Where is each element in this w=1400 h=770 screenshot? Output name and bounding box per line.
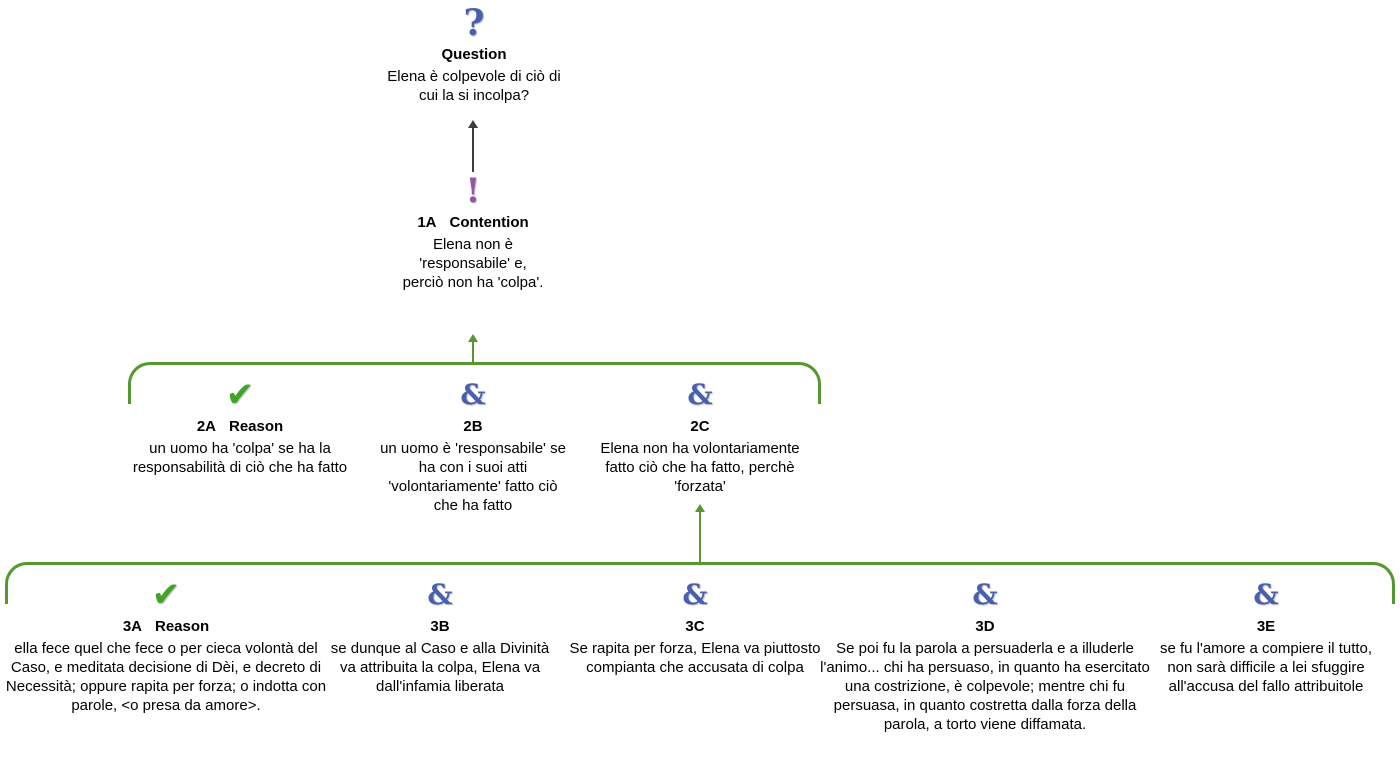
node-text: Se poi fu la parola a persuaderla e a il… [820, 640, 1150, 733]
arrow-row3-to-2c [695, 504, 705, 563]
ampersand-icon: & [972, 578, 998, 611]
reason-group-bracket-row2 [128, 362, 821, 404]
arrow-shaft [472, 342, 474, 363]
node-text: Elena non ha volontariamente fatto ciò c… [600, 440, 800, 495]
node-text: se fu l'amore a compiere il tutto, non s… [1159, 640, 1373, 695]
premise-node-3e[interactable]: & 3E se fu l'amore a compiere il tutto, … [1146, 576, 1386, 696]
node-title: 3E [1256, 618, 1276, 635]
ampersand-icon: & [687, 378, 713, 411]
node-title: 3C [685, 618, 705, 635]
arrow-head [695, 504, 705, 512]
check-icon: ✔ [225, 375, 255, 415]
node-text: ella fece quel che fece o per cieca volo… [5, 640, 327, 714]
node-text: se dunque al Caso e alla Divinità va att… [330, 640, 550, 695]
node-title: 2B [463, 418, 483, 435]
arrow-head [468, 120, 478, 128]
ampersand-icon: & [1253, 578, 1279, 611]
arrow-head [468, 334, 478, 342]
node-title: 3B [430, 618, 450, 635]
reason-group-bracket-row3 [5, 562, 1395, 604]
contention-text: Elena non è 'responsabile' e, perciò non… [402, 236, 544, 291]
arrow-row2-to-contention [468, 334, 478, 363]
premise-node-3d[interactable]: & 3D Se poi fu la parola a persuaderla e… [818, 576, 1152, 734]
premise-node-2b[interactable]: & 2B un uomo è 'responsabile' se ha con … [375, 376, 571, 515]
arrow-contention-to-question [468, 120, 478, 172]
exclamation-icon: ! [465, 171, 481, 211]
ampersand-icon: & [460, 378, 486, 411]
ampersand-icon: & [682, 578, 708, 611]
question-mark-icon: ? [463, 2, 485, 44]
node-title: 2C [690, 418, 710, 435]
premise-node-2c[interactable]: & 2C Elena non ha volontariamente fatto … [592, 376, 808, 496]
question-text: Elena è colpevole di ciò di cui la si in… [387, 68, 561, 104]
question-title: Question [441, 46, 507, 63]
premise-node-3b[interactable]: & 3B se dunque al Caso e alla Divinità v… [322, 576, 558, 696]
ampersand-icon: & [427, 578, 453, 611]
question-node[interactable]: ? Question Elena è colpevole di ciò di c… [378, 4, 570, 105]
node-title: 3D [975, 618, 995, 635]
arrow-shaft [699, 512, 701, 563]
node-text: un uomo è 'responsabile' se ha con i suo… [380, 440, 566, 514]
arrow-shaft [472, 128, 474, 172]
node-text: Se rapita per forza, Elena va piuttosto … [569, 640, 821, 676]
check-icon: ✔ [151, 575, 181, 615]
node-text: un uomo ha 'colpa' se ha la responsabili… [132, 440, 348, 476]
premise-node-3c[interactable]: & 3C Se rapita per forza, Elena va piutt… [568, 576, 822, 677]
